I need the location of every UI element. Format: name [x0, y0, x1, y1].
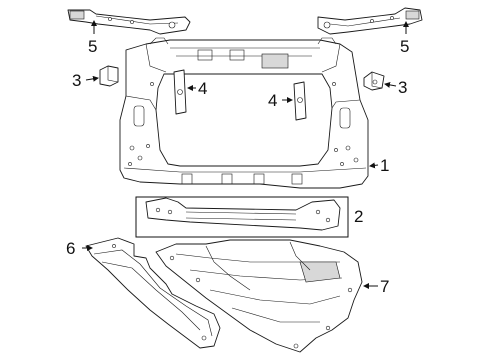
callout-5-right: 5: [400, 37, 409, 56]
upper-tie-bar-right: [317, 7, 423, 35]
callout-7: 7: [380, 277, 389, 296]
radiator-support-panel: [119, 37, 369, 189]
callout-3-left: 3: [72, 71, 81, 90]
splash-shield-left: [85, 237, 221, 349]
callout-4-right: 4: [268, 91, 277, 110]
underbody-shield: [155, 239, 363, 353]
lower-crossmember: [145, 197, 341, 231]
callout-6: 6: [66, 239, 75, 258]
callout-1: 1: [380, 156, 389, 175]
callout-2: 2: [354, 207, 363, 226]
callout-3-right: 3: [398, 78, 407, 97]
bracket-right: [363, 71, 385, 91]
upper-tie-bar-left: [67, 9, 191, 35]
callout-4-left: 4: [198, 79, 207, 98]
vertical-support-left: [173, 69, 187, 115]
lower-crossmember-box: [135, 196, 349, 238]
vertical-support-right: [293, 81, 307, 121]
callout-5-left: 5: [88, 37, 97, 56]
bracket-left: [99, 65, 119, 87]
leader-lines: [82, 20, 409, 289]
